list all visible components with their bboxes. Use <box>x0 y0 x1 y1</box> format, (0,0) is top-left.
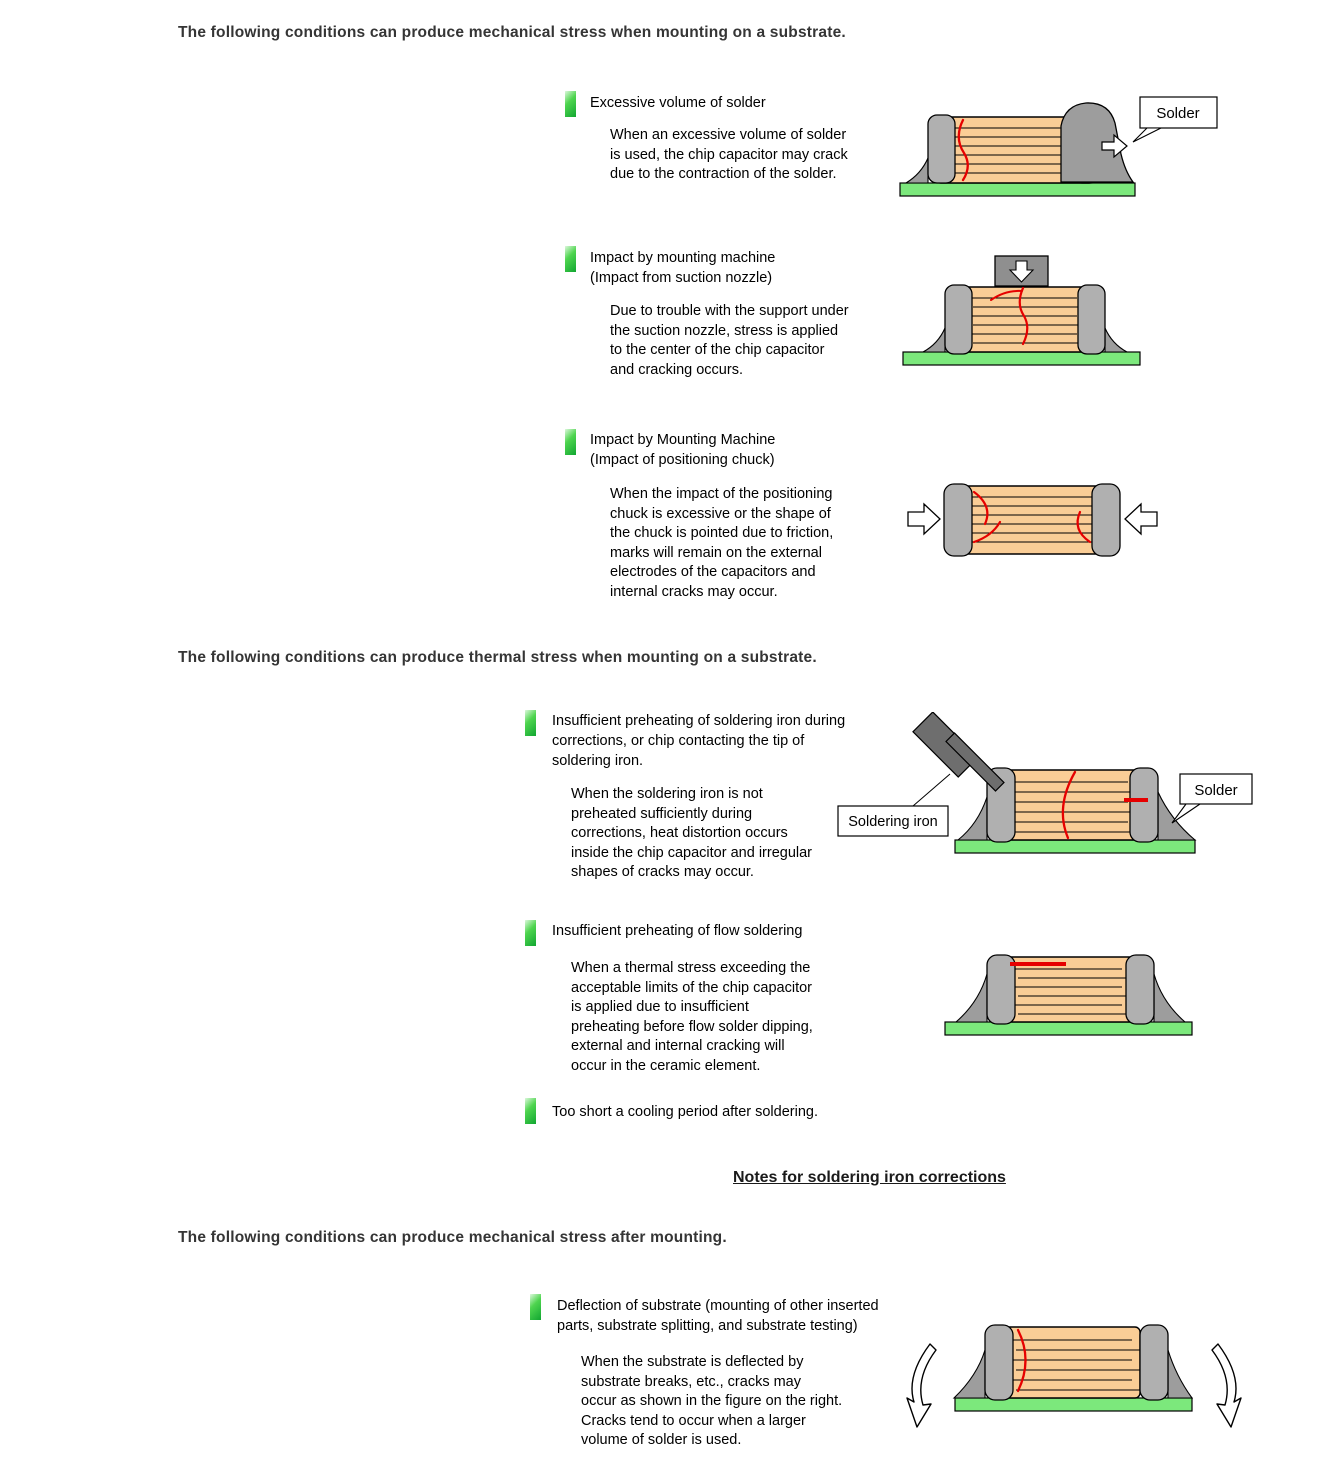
termination-left <box>927 114 956 184</box>
label-leader-line <box>912 773 951 807</box>
solder-callout-label: Solder <box>1156 105 1199 122</box>
chip-capacitor-body <box>999 956 1141 1023</box>
solder-fillet-left <box>956 796 988 841</box>
item-title-nozzle-impact: Impact by mounting machine (Impact from … <box>590 250 776 286</box>
solder-mass <box>1060 102 1135 183</box>
crack-left-top <box>972 490 989 526</box>
diagram-substrate-deflection <box>906 1324 1242 1428</box>
bend-arrow-right-icon <box>1211 1343 1242 1428</box>
diagram-flow-soldering <box>944 954 1193 1036</box>
item-title-chuck-impact: Impact by Mounting Machine (Impact of po… <box>590 432 776 468</box>
crack-right <box>1076 510 1092 544</box>
item-body-flow-preheat: When a thermal stress exceeding the acce… <box>571 960 813 1074</box>
diagram-positioning-chuck <box>907 483 1158 557</box>
termination-right <box>1139 1324 1169 1401</box>
callout-tail <box>1171 803 1202 824</box>
down-arrow-icon <box>1008 260 1035 283</box>
crack <box>1016 1328 1027 1393</box>
item-title-excessive-solder: Excessive volume of solder <box>590 95 766 111</box>
termination-right <box>1125 954 1155 1025</box>
item-title-deflection: Deflection of substrate (mounting of oth… <box>557 1298 879 1334</box>
substrate <box>902 351 1141 366</box>
diagram-excessive-solder: Solder <box>899 96 1218 197</box>
item-body-nozzle-impact: Due to trouble with the support under th… <box>610 303 849 378</box>
termination-left <box>943 483 973 557</box>
termination-left <box>986 954 1016 1025</box>
solder-fillet-left <box>922 327 946 353</box>
callout-tail <box>1132 127 1162 143</box>
item-body-iron-preheat: When the soldering iron is not preheated… <box>571 786 812 880</box>
solder-fillet-right <box>1153 973 1187 1023</box>
bullet-marker <box>525 920 536 946</box>
right-arrow-icon <box>1101 133 1128 159</box>
left-arrow-icon <box>1124 502 1158 536</box>
bend-arrow-left-icon <box>906 1343 937 1428</box>
termination-right <box>1077 284 1106 355</box>
bullet-marker <box>565 91 576 117</box>
bullet-marker <box>565 246 576 272</box>
solder-fillet-right <box>1104 327 1128 353</box>
substrate <box>944 1021 1193 1036</box>
substrate <box>954 839 1196 854</box>
item-body-excessive-solder: When an excessive volume of solder is us… <box>610 127 848 182</box>
solder-fillet-left <box>904 157 929 184</box>
soldering-iron-label: Soldering iron <box>848 814 937 830</box>
crack-center <box>1018 286 1029 346</box>
item-title-cooling: Too short a cooling period after solderi… <box>552 1104 818 1120</box>
bullet-marker <box>565 429 576 455</box>
electrode-lines <box>1006 781 1136 833</box>
crack <box>1061 770 1077 840</box>
solder-callout-label: Solder <box>1194 782 1237 799</box>
substrate <box>899 182 1136 197</box>
soldering-iron-label-box <box>837 805 949 837</box>
diagram-suction-nozzle <box>902 255 1141 366</box>
electrode-lines <box>1006 1339 1142 1391</box>
termination-left <box>944 284 973 355</box>
crack <box>957 118 969 182</box>
bullet-marker <box>525 1098 536 1124</box>
chip-capacitor-body <box>999 769 1146 841</box>
item-body-chuck-impact: When the impact of the positioning chuck… <box>610 486 834 600</box>
crack-left-bottom <box>972 520 1002 544</box>
termination-right <box>1091 483 1121 557</box>
item-body-deflection: When the substrate is deflected by subst… <box>581 1354 843 1448</box>
diagram-soldering-iron: Soldering iron Solder <box>837 712 1253 854</box>
electrode-lines <box>1008 968 1132 1015</box>
crack <box>1010 962 1066 966</box>
section-heading-mechanical-mounting: The following conditions can produce mec… <box>178 24 846 41</box>
crack-left <box>990 289 1023 301</box>
notes-soldering-link[interactable]: Notes for soldering iron corrections <box>733 1169 1006 1186</box>
bullet-marker <box>530 1294 541 1320</box>
soldering-iron <box>912 712 1005 792</box>
termination-left <box>984 1324 1014 1401</box>
callout-fill <box>1183 777 1249 802</box>
bullet-marker <box>525 710 536 736</box>
solder-fillet-right <box>1167 1349 1194 1399</box>
callout-fill <box>1143 100 1214 125</box>
right-arrow-icon <box>907 502 941 536</box>
section-heading-thermal-mounting: The following conditions can produce the… <box>178 649 817 666</box>
solder-fillet-left <box>954 973 988 1023</box>
item-title-iron-preheat: Insufficient preheating of soldering iro… <box>552 713 846 769</box>
section-heading-mechanical-after: The following conditions can produce mec… <box>178 1229 727 1246</box>
solder-fillet-left <box>952 1349 986 1399</box>
item-title-flow-preheat: Insufficient preheating of flow solderin… <box>552 923 803 939</box>
termination-right <box>1129 767 1159 843</box>
crack-right-dash <box>1124 798 1148 802</box>
